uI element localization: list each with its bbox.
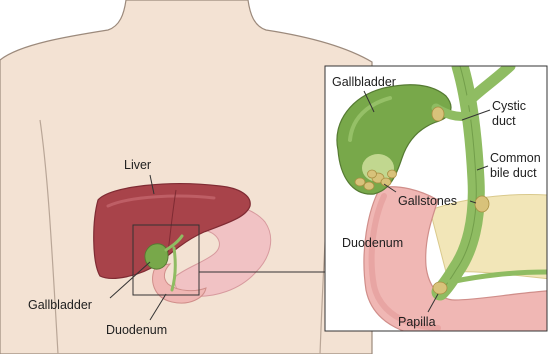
gallbladder-body-label: Gallbladder bbox=[28, 298, 92, 312]
duodenum-inset-label: Duodenum bbox=[342, 236, 403, 250]
liver-label: Liver bbox=[124, 158, 151, 172]
gallbladder-body-shape bbox=[145, 244, 168, 269]
gallbladder-inset-label: Gallbladder bbox=[332, 75, 396, 89]
papilla-label: Papilla bbox=[398, 315, 436, 329]
gallstones-label: Gallstones bbox=[398, 194, 457, 208]
papilla-stone bbox=[433, 282, 447, 294]
cystic-duct-label-line1: Cystic bbox=[492, 99, 526, 113]
bile-duct-stone bbox=[475, 196, 489, 212]
cystic-duct-label-line2: duct bbox=[492, 114, 516, 128]
cystic-duct-stone bbox=[432, 107, 444, 121]
common-bile-duct-label-line2: bile duct bbox=[490, 166, 537, 180]
duodenum-body-label: Duodenum bbox=[106, 323, 167, 337]
common-bile-duct-label-line1: Common bbox=[490, 151, 541, 165]
